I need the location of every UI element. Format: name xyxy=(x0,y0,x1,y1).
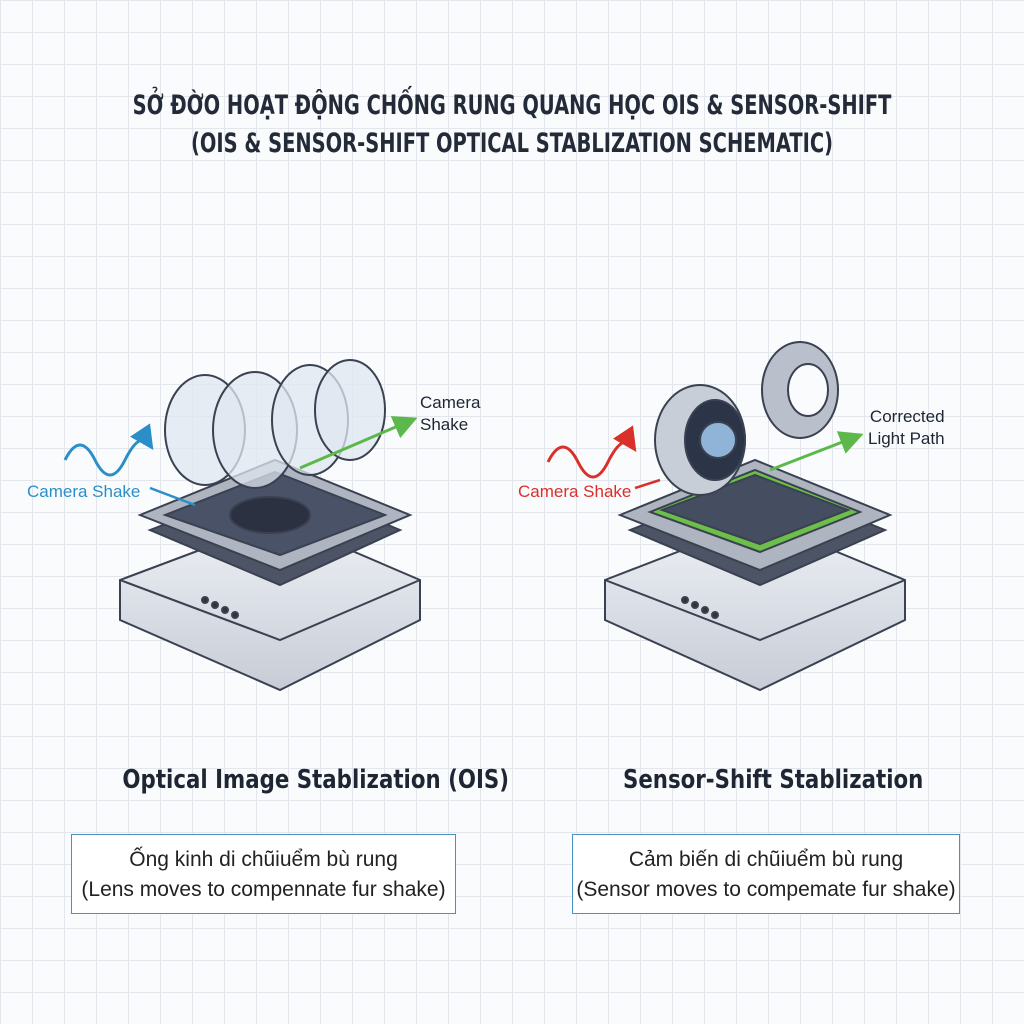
light-path-arrow xyxy=(299,416,418,470)
ois-description-box: Ống kinh di chũiuểm bù rung (Lens moves … xyxy=(71,834,456,914)
ois-module xyxy=(119,359,421,692)
sensor-shake-label: Camera Shake xyxy=(518,482,632,501)
shake-wave-icon xyxy=(63,423,154,477)
sensor-description-box: Cảm biến di chũiuểm bù rung (Sensor move… xyxy=(572,834,960,914)
ois-heading: Optical Image Stablization (OIS) xyxy=(122,765,510,795)
light-path-arrow xyxy=(769,431,864,472)
title-english: (OIS & SENSOR-SHIFT OPTICAL STABLIZATION… xyxy=(190,128,834,159)
ois-shake-label: Camera Shake xyxy=(27,482,141,501)
sensor-desc-vi: Cảm biến di chũiuểm bù rung xyxy=(628,848,904,871)
title-vietnamese: SỞ ĐỜO HOẠT ĐỘNG CHỐNG RUNG QUANG HỌC OI… xyxy=(132,90,892,121)
sensor-arrow-label: Corrected Light Path xyxy=(868,407,945,448)
shake-wave-icon xyxy=(546,425,637,479)
shake-pointer xyxy=(149,486,196,507)
ois-arrow-label: Camera Shake xyxy=(420,393,481,434)
sensor-desc-en: (Sensor moves to compemate fur shake) xyxy=(576,878,956,901)
sensor-shift-heading: Sensor-Shift Stablization xyxy=(622,765,924,795)
ois-desc-vi: Ống kinh di chũiuểm bù rung xyxy=(129,848,398,871)
sensor-shift-module xyxy=(604,341,906,692)
shake-pointer xyxy=(634,478,661,490)
ois-desc-en: (Lens moves to compennate fur shake) xyxy=(81,878,446,901)
